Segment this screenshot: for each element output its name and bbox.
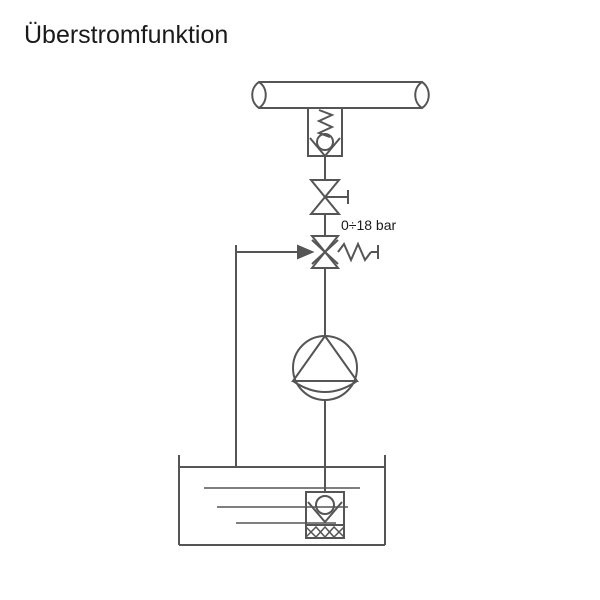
pump bbox=[291, 335, 359, 401]
pump-arc bbox=[292, 380, 358, 393]
shutoff-valve-upper-triangle bbox=[308, 179, 342, 199]
overflow-relief-valve bbox=[236, 235, 379, 269]
page-title: Überstromfunktion bbox=[24, 21, 229, 49]
check-valve-seat bbox=[309, 137, 341, 158]
shutoff-valve bbox=[308, 179, 349, 215]
overflow-valve-cross-b bbox=[311, 239, 339, 265]
foot-valve-strainer bbox=[305, 491, 345, 539]
spring-loaded-check-valve bbox=[307, 107, 343, 158]
shutoff-valve-lower-triangle bbox=[308, 195, 342, 215]
foot-valve-ball bbox=[315, 495, 335, 515]
consumer-pipe bbox=[251, 80, 430, 110]
check-valve-body bbox=[307, 107, 343, 157]
overflow-valve-flow-arrow bbox=[297, 244, 315, 260]
foot-valve-strainer-mesh-b bbox=[305, 525, 345, 539]
foot-valve-strainer-mesh-a bbox=[305, 525, 345, 539]
pump-triangle bbox=[291, 335, 359, 382]
overflow-valve-upper-triangle bbox=[309, 235, 341, 254]
foot-valve-seat bbox=[307, 501, 343, 524]
consumer-pipe-right-cap bbox=[414, 80, 430, 110]
consumer-pipe-left-cap bbox=[251, 80, 267, 110]
overflow-valve-spring bbox=[337, 241, 372, 263]
check-valve-ball bbox=[316, 133, 334, 151]
tank-reservoir bbox=[178, 455, 386, 546]
check-valve-spring bbox=[316, 109, 335, 138]
pressure-range-label: 0÷18 bar bbox=[341, 217, 397, 233]
